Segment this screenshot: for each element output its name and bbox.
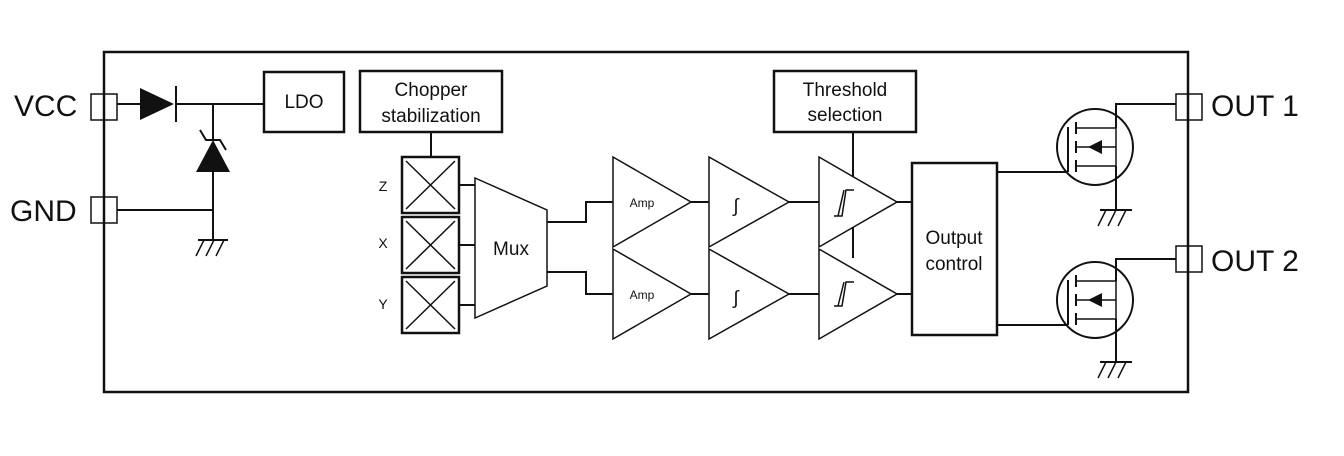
amp-upper	[612, 155, 693, 249]
output-control-label-line2: control	[925, 254, 982, 275]
pin-label-gnd: GND	[10, 195, 77, 228]
threshold-block	[772, 69, 918, 134]
chopper-label-line1: Chopper	[395, 80, 469, 101]
output-control-label-line1: Output	[925, 228, 983, 249]
ground-icon	[1097, 209, 1132, 227]
chopper-block	[358, 69, 504, 134]
pin-vcc	[90, 93, 118, 121]
integrator-upper	[708, 155, 791, 249]
pin-label-out1: OUT 1	[1211, 90, 1299, 123]
pin-out1	[1175, 93, 1203, 121]
ground-icon	[1097, 361, 1132, 379]
integrator-upper-symbol: ∫	[732, 196, 740, 217]
ldo-label: LDO	[284, 92, 323, 113]
integrator-lower	[708, 247, 791, 341]
output-control-block	[910, 161, 999, 337]
zener-diode-icon	[196, 140, 230, 172]
threshold-label-line1: Threshold	[803, 80, 888, 101]
sensor-label-x: X	[378, 235, 388, 251]
ground-icon	[195, 239, 228, 257]
integrator-lower-symbol: ∫	[732, 288, 740, 309]
mux-label: Mux	[493, 239, 529, 260]
comparator-lower	[818, 247, 899, 341]
hall-sensor-array	[400, 155, 461, 335]
mux-block	[474, 176, 548, 320]
diode-icon	[140, 88, 174, 120]
supply-path	[117, 86, 264, 257]
sensor-label-y: Y	[378, 296, 388, 312]
pin-label-vcc: VCC	[14, 90, 77, 123]
amp-lower-label: Amp	[630, 288, 655, 302]
sensor-label-z: Z	[379, 178, 388, 194]
mosfet-upper-icon	[1056, 103, 1176, 210]
comparator-upper	[818, 155, 899, 249]
amp-upper-label: Amp	[630, 196, 655, 210]
mosfet-lower-icon	[1056, 258, 1176, 362]
amp-lower	[612, 247, 693, 341]
chopper-label-line2: stabilization	[381, 106, 480, 127]
pin-label-out2: OUT 2	[1211, 245, 1299, 278]
ldo-block	[262, 70, 346, 134]
threshold-label-line2: selection	[808, 105, 883, 126]
